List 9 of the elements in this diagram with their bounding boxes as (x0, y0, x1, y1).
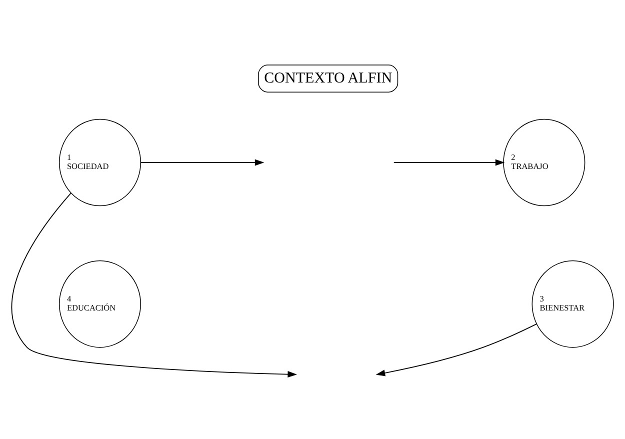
arrow (11, 192, 298, 378)
arrow (140, 158, 264, 166)
node-circle: 2 TRABAJO (503, 118, 586, 206)
node-box: CONTEXTO ALFIN (258, 64, 398, 92)
arrow (393, 158, 505, 166)
arrow (376, 322, 538, 376)
node-circle: 4 EDUCACIÓN (58, 260, 142, 348)
node-circle: 1 SOCIEDAD (58, 118, 142, 206)
node-circle: 3 BIENESTAR (532, 260, 614, 348)
